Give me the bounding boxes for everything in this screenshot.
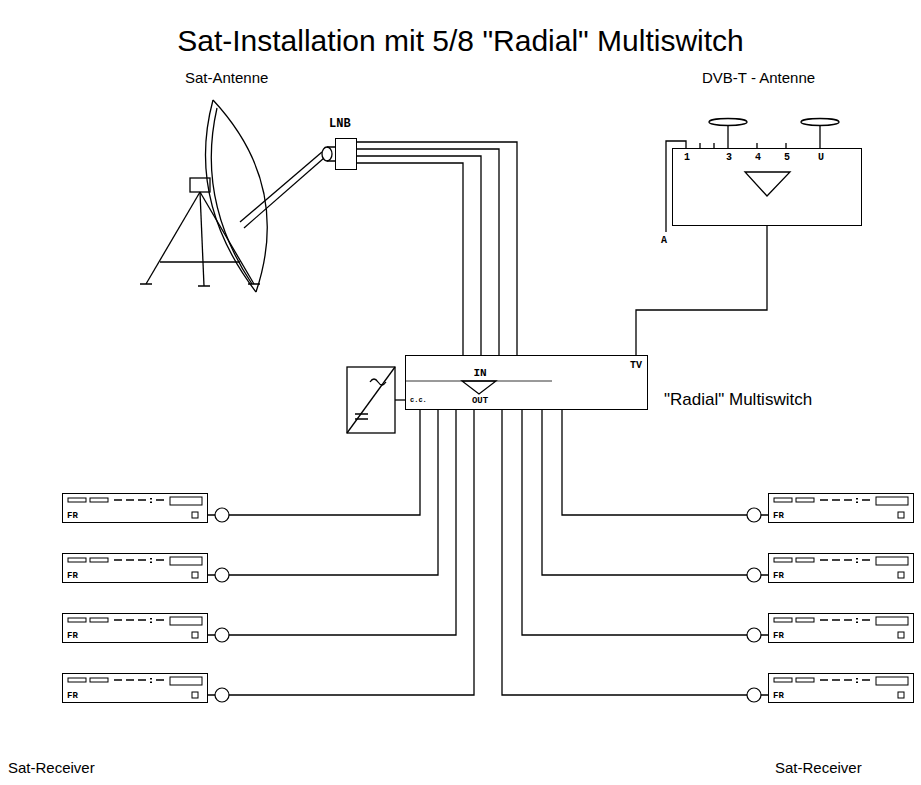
- sat-receiver: FR: [62, 493, 208, 523]
- diagram-title: Sat-Installation mit 5/8 "Radial" Multis…: [0, 24, 921, 57]
- multiswitch-box: INOUTTVc.c."Radial" Multiswitch: [405, 355, 648, 410]
- cable-connector: [747, 508, 761, 522]
- lnb-box: LNB: [335, 138, 357, 170]
- sat-receiver: FR: [62, 553, 208, 583]
- port-label: c.c.: [410, 397, 427, 404]
- coax-cable: [522, 410, 768, 635]
- port-label: OUT: [472, 397, 488, 406]
- cable-connector: [747, 688, 761, 702]
- coax-cable: [357, 142, 517, 355]
- front-label: FR: [67, 512, 78, 521]
- receiver-panel: [774, 617, 908, 638]
- port-label: IN: [473, 368, 486, 379]
- receiver-panel: [68, 497, 202, 518]
- cable-connector: [747, 628, 761, 642]
- coax-cable: [636, 226, 767, 355]
- front-label: FR: [773, 632, 784, 641]
- power-supply: [347, 367, 405, 433]
- sat-receiver: FR: [62, 673, 208, 703]
- terminal-number: U: [818, 153, 824, 163]
- part-label: Sat-Receiver: [8, 760, 95, 777]
- front-label: FR: [67, 692, 78, 701]
- sat-receiver: FR: [768, 553, 914, 583]
- part-label: Sat-Antenne: [185, 70, 268, 87]
- sat-receiver: FR: [768, 493, 914, 523]
- front-label: FR: [773, 572, 784, 581]
- sat-receiver: FR: [62, 613, 208, 643]
- coax-cable: [357, 156, 481, 355]
- terminal-number: 4: [755, 153, 761, 163]
- front-label: FR: [67, 572, 78, 581]
- receiver-panel: [68, 617, 202, 638]
- cable-connector: [215, 568, 229, 582]
- cable-connector: [215, 508, 229, 522]
- device-heading: "Radial" Multiswitch: [664, 391, 812, 408]
- coax-cable: [502, 410, 768, 695]
- receiver-details: [68, 497, 908, 698]
- port-label: TV: [630, 361, 642, 371]
- cable-connector: [215, 688, 229, 702]
- part-label: DVB-T - Antenne: [702, 70, 815, 87]
- dvbt-antenna: [666, 119, 839, 233]
- sat-receiver: FR: [768, 613, 914, 643]
- cable-connector: [747, 568, 761, 582]
- lnb-feed: [322, 147, 335, 161]
- coax-cable: [208, 410, 420, 515]
- coax-cable: [357, 149, 499, 355]
- dvbt-amplifier-box: 1 3 4 5 U: [672, 148, 862, 226]
- receiver-panel: [774, 497, 908, 518]
- coax-cable: [208, 410, 474, 695]
- terminal-number: 1: [684, 153, 690, 163]
- coax-cable: [562, 410, 768, 515]
- cable-connector: [215, 628, 229, 642]
- coax-cable: [542, 410, 768, 575]
- front-label: FR: [67, 632, 78, 641]
- wire-label: A: [661, 235, 667, 246]
- front-label: FR: [773, 692, 784, 701]
- terminal-number: 3: [726, 153, 732, 163]
- coax-cable: [208, 410, 456, 635]
- coax-cable: [357, 163, 463, 355]
- lnb-label: LNB: [329, 118, 351, 130]
- multiswitch-amp: [405, 381, 552, 394]
- front-label: FR: [773, 512, 784, 521]
- receiver-panel: [774, 677, 908, 698]
- sat-receiver: FR: [768, 673, 914, 703]
- sat-dish: [140, 100, 324, 292]
- terminal-number: 5: [784, 153, 790, 163]
- receiver-panel: [68, 557, 202, 578]
- receiver-panel: [68, 677, 202, 698]
- part-label: Sat-Receiver: [775, 760, 862, 777]
- receiver-panel: [774, 557, 908, 578]
- coax-cable: [208, 410, 438, 575]
